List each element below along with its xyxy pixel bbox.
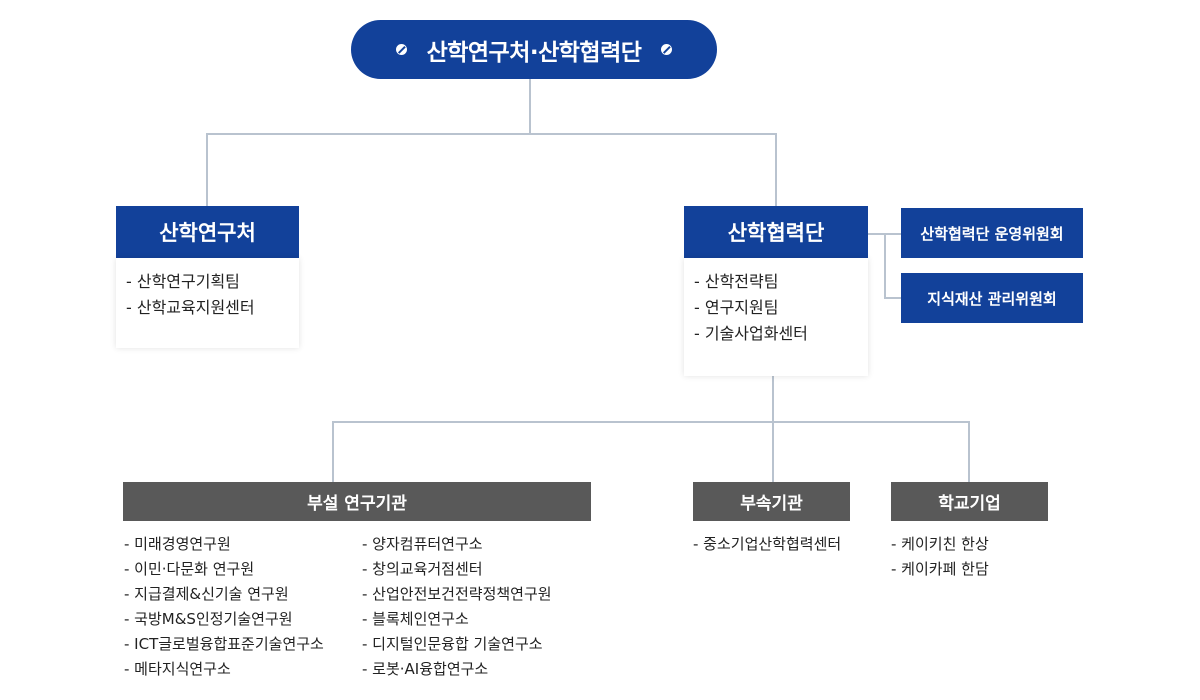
list-item: - 미래경영연구원 (124, 535, 231, 553)
connector-committee-lower (884, 297, 901, 299)
root-label: 산학연구처·산학협력단 (426, 39, 642, 66)
list-item: - 케이키친 한상 (891, 535, 989, 553)
committee-operations-label: 산학협력단 운영위원회 (920, 224, 1064, 243)
connector-left-down (206, 133, 208, 206)
connector-committee-vertical (884, 233, 886, 299)
subsidiary-title: 부속기관 (740, 494, 803, 514)
connector-top-horizontal (206, 133, 777, 135)
committee-ip-label: 지식재산 관리위원회 (927, 289, 1057, 308)
list-item: - 산학교육지원센터 (126, 298, 255, 317)
root-node: 산학연구처·산학협력단 (351, 20, 717, 79)
list-item: - 케이카페 한담 (891, 560, 989, 578)
affiliated-institutes-header: 부설 연구기관 (123, 482, 591, 521)
list-item: - 중소기업산학협력센터 (693, 535, 842, 553)
cooperation-foundation-title: 산학협력단 (727, 221, 825, 245)
school-enterprise-header: 학교기업 (891, 482, 1048, 521)
connector-foundation-down (772, 376, 774, 482)
research-office-title: 산학연구처 (159, 221, 256, 245)
list-item: - 블록체인연구소 (362, 610, 469, 628)
subsidiary-header: 부속기관 (693, 482, 850, 521)
list-item: - 국방M&S인정기술연구원 (124, 610, 293, 628)
affiliated-institutes-title: 부설 연구기관 (307, 494, 407, 514)
school-enterprise-list: - 케이키친 한상 - 케이카페 한담 (891, 532, 989, 582)
connector-institutes-down (332, 421, 334, 482)
bullet-right-icon (659, 41, 675, 58)
connector-root-down (529, 79, 531, 135)
connector-bottom-horizontal (332, 421, 970, 423)
subsidiary-list: - 중소기업산학협력센터 (693, 532, 841, 557)
list-item: - 창의교육거점센터 (362, 560, 483, 578)
affiliated-institutes-col1: - 미래경영연구원 - 이민·다문화 연구원 - 지급결제&신기술 연구원 - … (124, 532, 324, 682)
bullet-left-icon (393, 41, 409, 58)
list-item: - 산학전략팀 (694, 272, 779, 291)
connector-school-down (968, 421, 970, 482)
list-item: - 기술사업화센터 (694, 324, 808, 343)
school-enterprise-title: 학교기업 (938, 494, 1001, 514)
list-item: - 양자컴퓨터연구소 (362, 535, 483, 553)
list-item: - 지급결제&신기술 연구원 (124, 585, 289, 603)
research-office-panel: - 산학연구기획팀 - 산학교육지원센터 (116, 258, 299, 348)
committee-operations: 산학협력단 운영위원회 (901, 208, 1083, 258)
list-item: - 산업안전보건전략정책연구원 (362, 585, 552, 603)
list-item: - 로봇·AI융합연구소 (362, 660, 489, 678)
research-office-header: 산학연구처 (116, 206, 299, 258)
list-item: - 디지털인문융합 기술연구소 (362, 635, 543, 653)
list-item: - 이민·다문화 연구원 (124, 560, 255, 578)
cooperation-foundation-header: 산학협력단 (684, 206, 868, 258)
cooperation-foundation-list: - 산학전략팀 - 연구지원팀 - 기술사업화센터 (684, 258, 868, 347)
list-item: - 산학연구기획팀 (126, 272, 240, 291)
connector-right-down (775, 133, 777, 206)
cooperation-foundation-panel: - 산학전략팀 - 연구지원팀 - 기술사업화센터 (684, 258, 868, 376)
list-item: - 메타지식연구소 (124, 660, 231, 678)
list-item: - ICT글로벌융합표준기술연구소 (124, 635, 324, 653)
affiliated-institutes-col2: - 양자컴퓨터연구소 - 창의교육거점센터 - 산업안전보건전략정책연구원 - … (362, 532, 552, 682)
committee-ip-management: 지식재산 관리위원회 (901, 273, 1083, 323)
list-item: - 연구지원팀 (694, 298, 779, 317)
research-office-list: - 산학연구기획팀 - 산학교육지원센터 (116, 258, 299, 321)
